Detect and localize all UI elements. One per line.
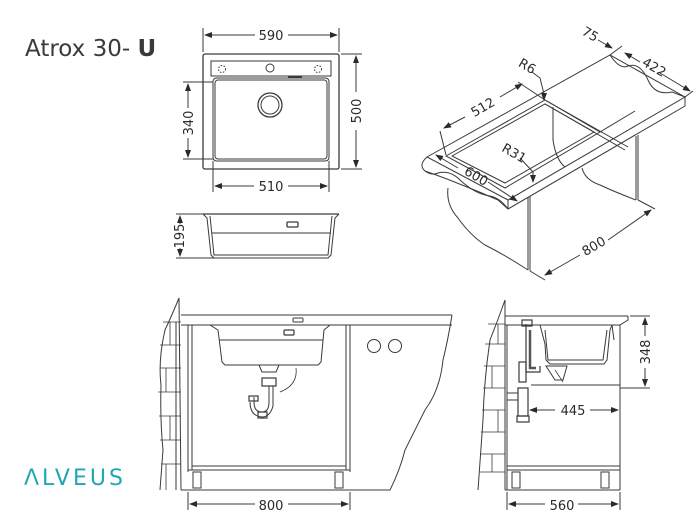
socket-icon — [388, 339, 402, 353]
product-title-model: Atrox 30- — [25, 36, 138, 62]
dim-worktop-depth: 600 — [461, 164, 490, 189]
dim-drainer-length: 422 — [639, 55, 668, 80]
overflow-icon — [286, 221, 299, 228]
drain-outlet-icon — [257, 92, 283, 118]
brand-logo: ΛLVEUS — [24, 466, 126, 491]
dim-outer-width: 590 — [259, 29, 284, 44]
product-title: Atrox 30- U — [25, 36, 156, 62]
dim-bowl-width: 510 — [259, 180, 284, 195]
dim-iso-cabinet-width: 800 — [580, 234, 609, 259]
dim-installation-height: 348 — [639, 340, 654, 365]
side-profile-view — [176, 213, 340, 259]
dim-drain-distance: 445 — [561, 404, 586, 419]
tap-hole-icon — [265, 63, 275, 73]
front-installation-view — [158, 297, 453, 510]
socket-icon — [367, 339, 381, 353]
tap-hole-option-icon — [314, 65, 322, 73]
dim-outer-depth: 500 — [350, 99, 365, 124]
dim-cabinet-depth: 560 — [550, 499, 575, 514]
dim-radius-top: R6 — [516, 56, 538, 78]
product-title-variant: U — [137, 36, 157, 62]
dim-bowl-length: 512 — [469, 95, 498, 120]
isometric-view — [421, 39, 694, 281]
tap-hole-option-icon — [218, 65, 226, 73]
dim-front-offset: 75 — [579, 24, 601, 45]
dim-front-cabinet-width: 800 — [259, 499, 284, 514]
dim-bowl-depth: 340 — [182, 111, 197, 136]
top-view — [183, 28, 362, 192]
dim-bowl-height: 195 — [173, 224, 188, 249]
side-installation-view — [477, 299, 650, 510]
